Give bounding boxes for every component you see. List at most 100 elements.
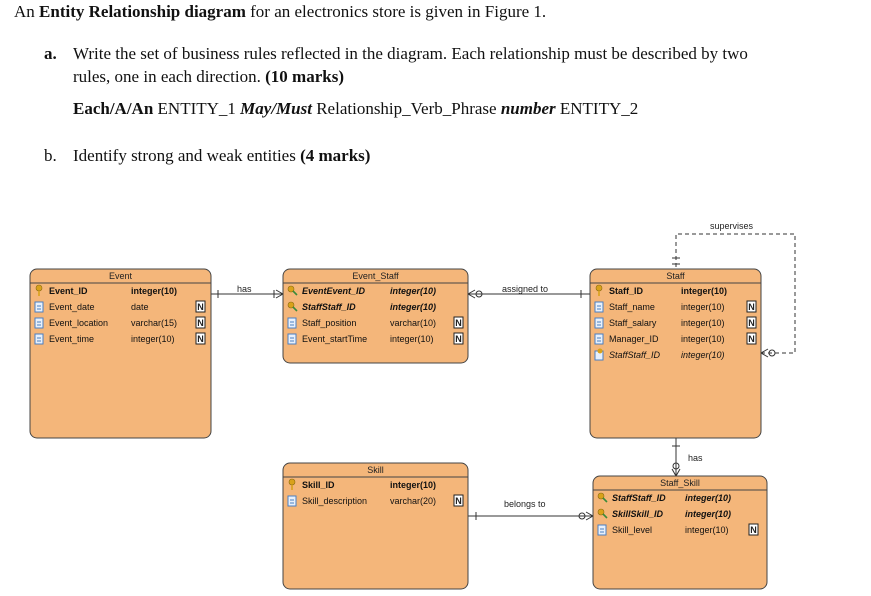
column-icon (597, 524, 607, 536)
intro-line: An Entity Relationship diagram for an el… (14, 2, 546, 22)
rel-line-supervises (675, 233, 796, 354)
attribute-type: integer(10) (390, 286, 436, 296)
key-icon (595, 284, 603, 296)
nullable-icon: N (453, 332, 464, 345)
attribute-type: integer(10) (685, 509, 731, 519)
svg-text:N: N (750, 525, 757, 535)
nullable-icon: N (746, 332, 757, 345)
column-icon (594, 333, 604, 345)
attribute-name: SkillSkill_ID (612, 509, 664, 519)
part-a-line1: Write the set of business rules reflecte… (73, 44, 748, 63)
attribute-row: StaffStaff_ID integer(10) (594, 348, 725, 361)
template-part1: Each/A/An (73, 99, 154, 118)
attribute-row: EventEvent_ID integer(10) (287, 285, 436, 296)
attribute-name: Staff_salary (609, 318, 657, 328)
attribute-type: integer(10) (685, 493, 731, 503)
template-part2: ENTITY_1 (153, 99, 241, 118)
template-part6: ENTITY_2 (555, 99, 639, 118)
nullable-icon: N (748, 523, 759, 536)
part-b-marks: (4 marks) (300, 146, 371, 165)
part-a-line2-text: rules, one in each direction. (73, 67, 266, 86)
attribute-name: Staff_position (302, 318, 356, 328)
attribute-type: integer(10) (681, 286, 727, 296)
template-part4: Relationship_Verb_Phrase (311, 99, 501, 118)
svg-text:N: N (197, 334, 204, 344)
attribute-name: Staff_ID (609, 286, 644, 296)
nullable-icon: N (195, 316, 206, 329)
key-icon (288, 478, 296, 490)
attribute-type: varchar(20) (390, 496, 436, 506)
attribute-row: Staff_salary integer(10) N (594, 316, 757, 329)
attribute-name: Event_time (49, 334, 94, 344)
attribute-name: StaffStaff_ID (612, 493, 666, 503)
attribute-row: Staff_position varchar(10) N (287, 316, 464, 329)
attribute-row: SkillSkill_ID integer(10) (597, 508, 731, 519)
column-icon (287, 317, 297, 329)
foreign-key-icon (597, 508, 608, 519)
attribute-type: integer(10) (681, 334, 725, 344)
attribute-type: varchar(10) (390, 318, 436, 328)
attribute-type: integer(10) (390, 302, 436, 312)
foreign-key-icon (597, 492, 608, 503)
attribute-row: Event_time integer(10) N (34, 332, 206, 345)
attribute-name: Event_ID (49, 286, 88, 296)
column-icon (34, 317, 44, 329)
key-icon (35, 284, 43, 296)
nullable-icon: N (453, 494, 464, 507)
foreign-key-icon (594, 348, 604, 361)
attribute-name: Manager_ID (609, 334, 659, 344)
column-icon (34, 333, 44, 345)
column-icon (287, 333, 297, 345)
part-a-line2: rules, one in each direction. (10 marks) (73, 67, 344, 87)
attribute-name: Event_location (49, 318, 108, 328)
attribute-name: EventEvent_ID (302, 286, 366, 296)
nullable-icon: N (195, 332, 206, 345)
template-part3: May/Must (240, 99, 312, 118)
column-icon (287, 495, 297, 507)
attribute-type: integer(10) (681, 302, 725, 312)
entity-title: Staff_Skill (660, 478, 700, 488)
attribute-name: StaffStaff_ID (302, 302, 356, 312)
svg-text:N: N (455, 334, 462, 344)
attribute-type: integer(10) (390, 480, 436, 490)
rule-template: Each/A/An ENTITY_1 May/Must Relationship… (73, 99, 638, 119)
nullable-icon: N (453, 316, 464, 329)
svg-text:N: N (455, 496, 462, 506)
svg-text:N: N (748, 334, 755, 344)
entity-title: Event_Staff (352, 271, 399, 281)
rel-label-supervises: supervises (710, 221, 754, 231)
svg-text:N: N (197, 318, 204, 328)
attribute-type: integer(10) (131, 334, 175, 344)
svg-text:N: N (748, 302, 755, 312)
attribute-row: StaffStaff_ID integer(10) (597, 492, 731, 503)
nullable-icon: N (746, 300, 757, 313)
attribute-name: StaffStaff_ID (609, 350, 661, 360)
attribute-type: integer(10) (681, 318, 725, 328)
attribute-type: integer(10) (681, 350, 725, 360)
column-icon (594, 301, 604, 313)
attribute-name: Skill_ID (302, 480, 335, 490)
svg-text:N: N (748, 318, 755, 328)
template-part5: number (500, 99, 556, 118)
nullable-icon: N (195, 300, 206, 313)
part-b-label: b. (44, 146, 57, 165)
attribute-name: Event_date (49, 302, 95, 312)
nullable-icon: N (746, 316, 757, 329)
attribute-type: integer(10) (685, 525, 729, 535)
attribute-name: Staff_name (609, 302, 655, 312)
foreign-key-icon (287, 301, 298, 312)
rel-label-has-event: has (237, 284, 252, 294)
attribute-row: Staff_ID integer(10) (595, 284, 727, 296)
entity-title: Event (109, 271, 133, 281)
